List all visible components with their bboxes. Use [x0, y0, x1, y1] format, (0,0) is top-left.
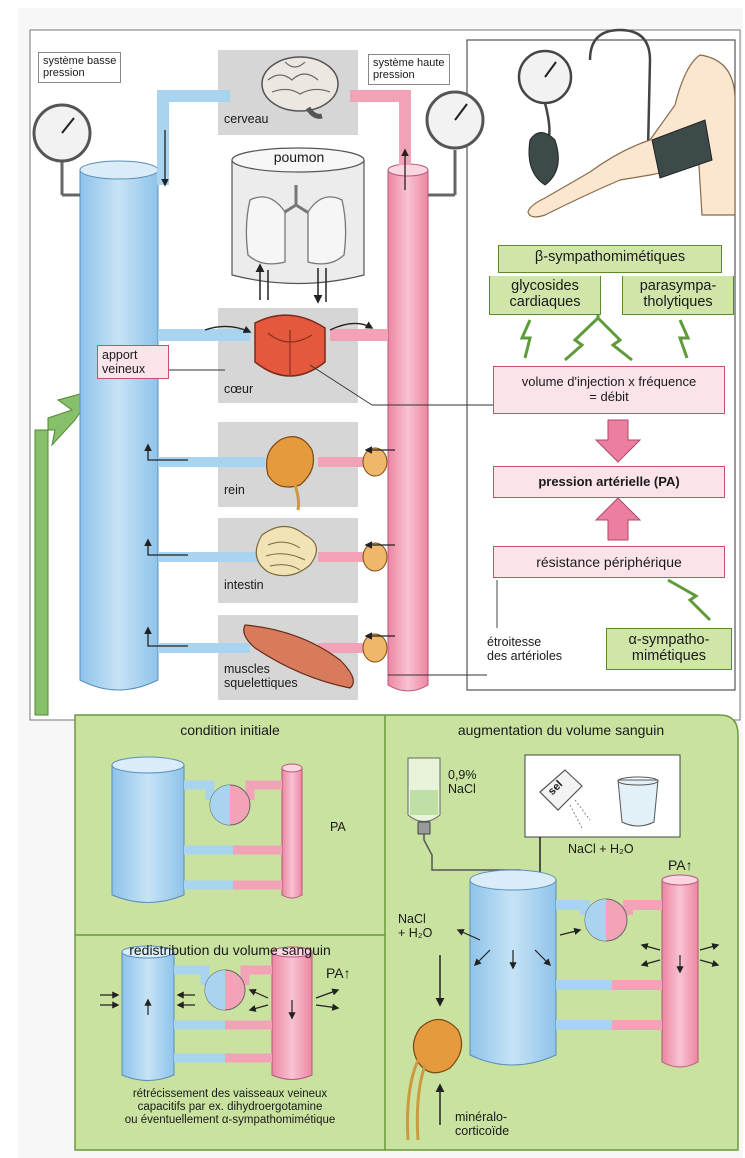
venous-return-box: apport veineux [97, 345, 169, 379]
pa-label: PA [330, 820, 346, 834]
pa-up-label: PA↑ [326, 966, 351, 982]
arterioles-label: étroitesse des artérioles [487, 635, 562, 663]
redistribution-title: redistribution du volume sanguin [78, 943, 382, 959]
low-pressure-label: système basse pression [38, 52, 121, 83]
parasympatholytics-box: parasympa- tholytiques [622, 276, 734, 315]
volume-increase-title: augmentation du volume sanguin [388, 723, 734, 739]
initial-condition-title: condition initiale [90, 723, 370, 739]
brain-label: cerveau [224, 112, 268, 126]
nacl-h2o-left-label: NaCl + H₂O [398, 912, 432, 940]
blood-pressure-box: pression artérielle (PA) [493, 466, 725, 498]
high-pressure-label: système haute pression [368, 54, 450, 85]
intestine-label: intestin [224, 578, 264, 592]
kidney-label: rein [224, 483, 245, 497]
arterial-reservoir [388, 170, 428, 691]
lung-label: poumon [266, 150, 332, 166]
muscles-label: muscles squelettiques [224, 662, 298, 690]
venous-reservoir [80, 170, 158, 690]
pa-up-right-label: PA↑ [668, 858, 693, 874]
peripheral-resistance-box: résistance périphérique [493, 546, 725, 578]
water-glass-icon [618, 780, 658, 826]
alpha-sympathomimetics-box: α-sympatho- mimétiques [606, 628, 732, 670]
nacl-h2o-label: NaCl + H₂O [568, 842, 634, 856]
venous-reservoir-top [80, 161, 158, 179]
beta-sympathomimetics-box: β-sympathomimétiques [498, 245, 722, 273]
nacl-drip-label: 0,9% NaCl [448, 768, 477, 796]
redistribution-note: rétrécissement des vaisseaux veineux cap… [78, 1088, 382, 1127]
glycosides-box: glycosides cardiaques [489, 276, 601, 315]
lung-right-icon [308, 197, 346, 264]
arterial-reservoir-top [388, 164, 428, 176]
cardiac-output-box: volume d'injection x fréquence = débit [493, 366, 725, 414]
heart-label: cœur [224, 382, 253, 396]
mineralocorticoid-label: minéralo- corticoïde [455, 1110, 509, 1138]
lung-left-icon [246, 197, 285, 264]
